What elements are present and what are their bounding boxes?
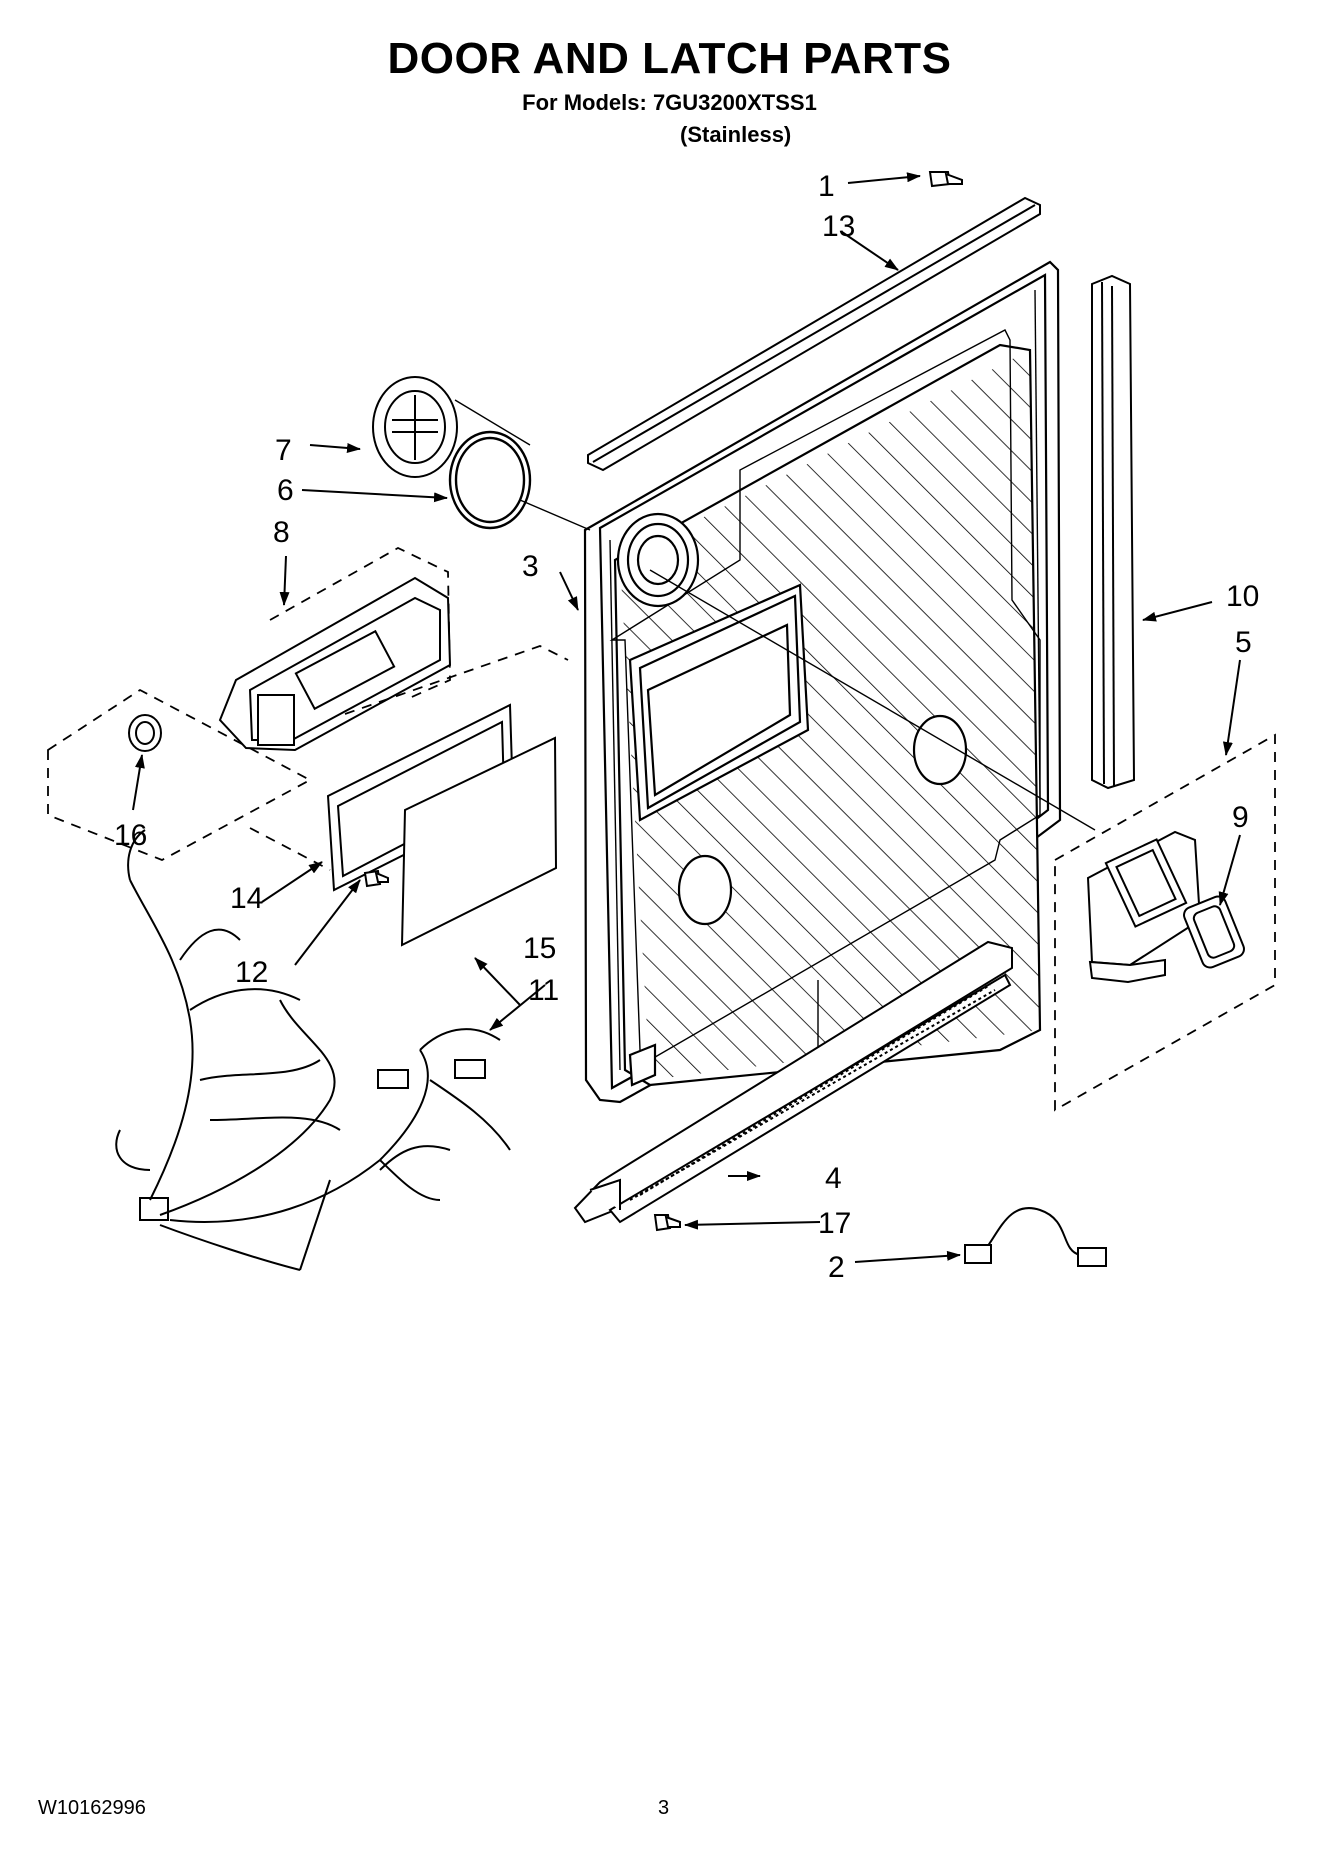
callout-1: 1 [818,170,835,203]
callout-6: 6 [277,474,294,507]
page-number: 3 [658,1797,670,1819]
screw-icon [928,171,963,188]
latch-assembly-group [47,546,451,861]
callout-7: 7 [275,434,292,467]
sensor-cable [964,1207,1107,1267]
explosion-lines [454,399,1096,831]
callout-8: 8 [273,516,290,549]
knob-icon [128,714,162,752]
callout-5: 5 [1235,626,1252,659]
page-title: DOOR AND LATCH PARTS [387,34,952,83]
callout-11: 11 [528,974,559,1007]
callout-3: 3 [522,550,539,583]
board-shield [400,736,558,947]
variant-label: (Stainless) [680,122,792,147]
dispenser-seal [1183,895,1245,969]
callout-16: 16 [114,819,147,852]
callout-17: 17 [818,1207,851,1240]
callout-10: 10 [1226,580,1259,613]
callout-9: 9 [1232,801,1249,834]
screw-icon [363,869,389,888]
control-board [326,703,515,892]
leader-lines [132,172,1241,1263]
top-trim-strip [587,196,1041,472]
callout-4: 4 [825,1162,842,1195]
inner-door-panel [583,260,1062,1104]
bottom-trim-strip [573,940,1013,1224]
models-subtitle: For Models: 7GU3200XTSS1 [522,90,817,115]
vent-gasket-ring [448,430,532,530]
callout-15: 15 [523,932,556,965]
callout-2: 2 [828,1251,845,1284]
screw-icon [653,1214,681,1232]
document-number: W10162996 [38,1797,146,1819]
callout-labels: 1 13 3 7 6 8 10 5 9 16 14 12 15 11 4 17 … [114,170,1259,1284]
dispenser-housing [1086,830,1202,984]
callout-13: 13 [822,210,855,243]
wire-harness [115,829,511,1271]
door-latch [218,576,452,752]
callout-14: 14 [230,882,263,915]
vent-assembly [372,376,458,478]
door-switch-group [1054,733,1276,1112]
callout-12: 12 [235,956,268,989]
side-trim-strip [1091,274,1136,790]
